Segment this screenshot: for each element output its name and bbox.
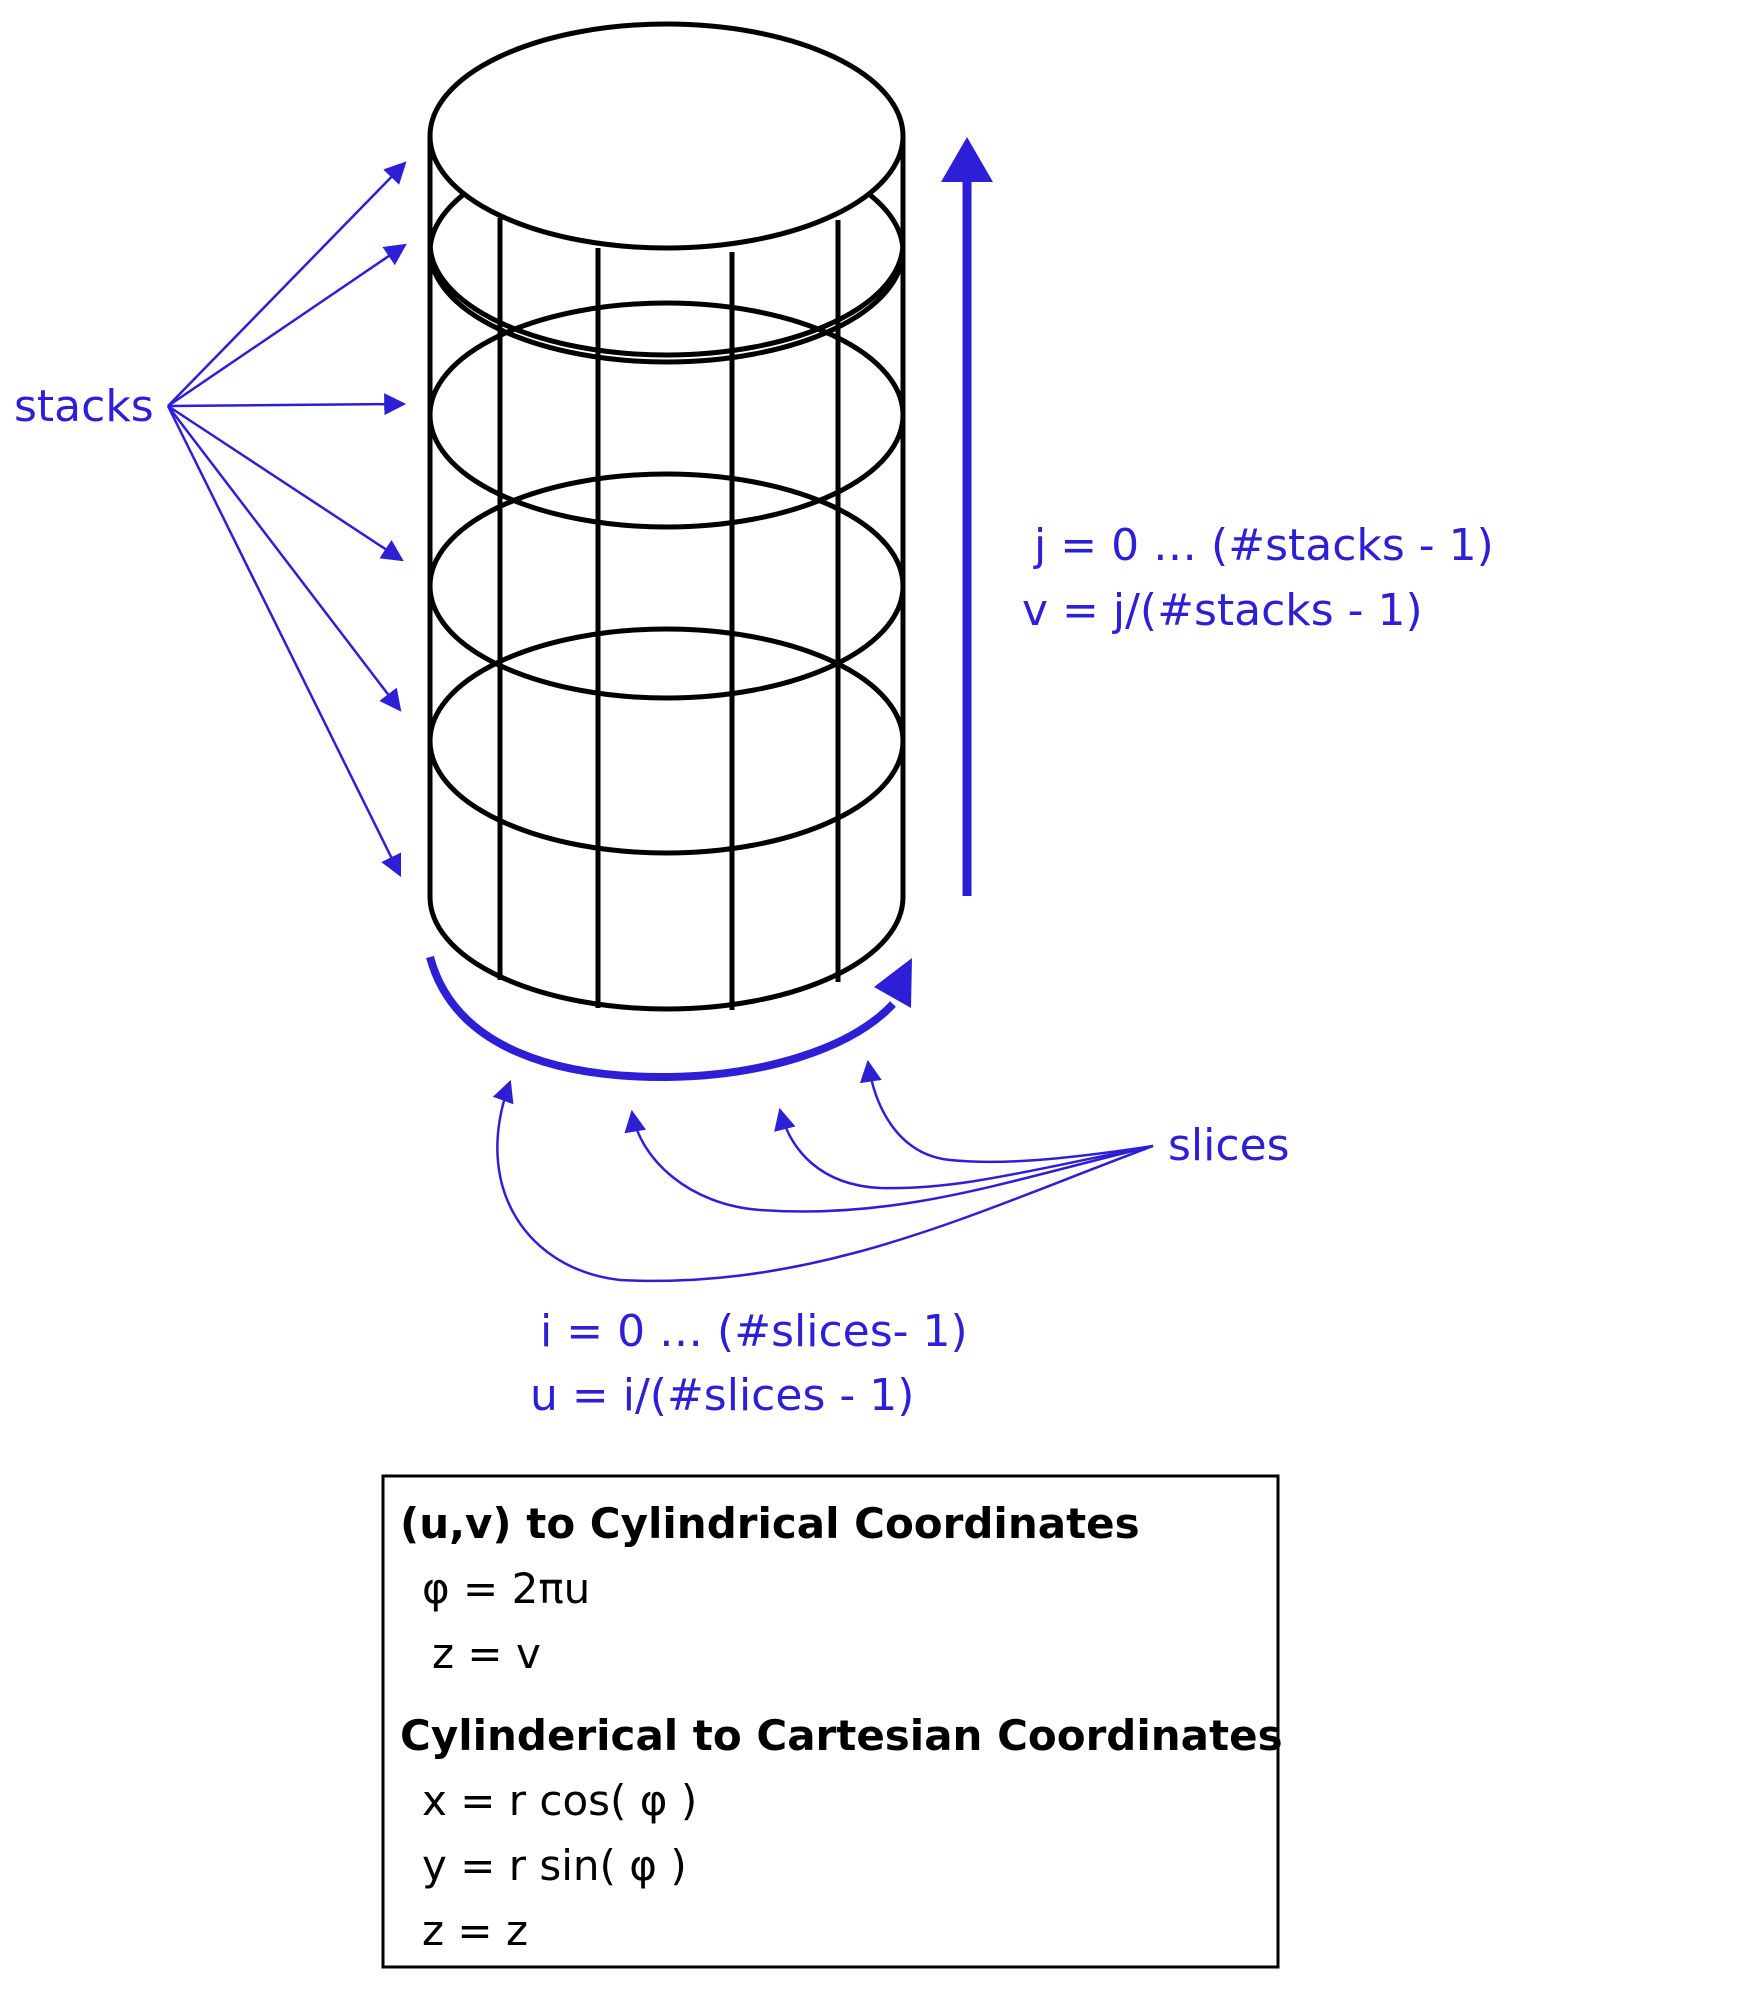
cylindrical-heading: (u,v) to Cylindrical Coordinates [400, 1499, 1140, 1548]
y-formula: y = r sin( φ ) [422, 1841, 687, 1890]
stack-ring [427, 585, 906, 701]
cartesian-heading: Cylinderical to Cartesian Coordinates [400, 1711, 1283, 1760]
x-formula: x = r cos( φ ) [422, 1776, 697, 1825]
cylinder-top-cap [427, 21, 906, 251]
z-equals-z: z = z [422, 1906, 528, 1955]
stack-ring [427, 740, 906, 856]
stack-ring [427, 300, 906, 416]
u-formula-label: u = i/(#slices - 1) [530, 1370, 914, 1421]
stacks-direction-arrow [941, 137, 993, 896]
phi-formula: φ = 2πu [422, 1564, 590, 1613]
stacks-pointer-arrows [166, 161, 407, 877]
stack-ring [427, 249, 906, 365]
stack-ring [427, 242, 906, 358]
formula-box: (u,v) to Cylindrical Coordinates φ = 2πu… [381, 1474, 1283, 1969]
cylinder-bottom [427, 896, 906, 1012]
v-formula-label: v = j/(#stacks - 1) [1022, 585, 1423, 636]
cylinder [427, 21, 906, 1012]
j-range-label: j = 0 … (#stacks - 1) [1033, 520, 1494, 571]
slices-label: slices [1168, 1120, 1290, 1171]
z-formula: z = v [432, 1629, 541, 1678]
slices-direction-arrow [426, 955, 912, 1082]
stack-ring [427, 626, 906, 742]
stack-ring [427, 414, 906, 530]
stack-ring [427, 471, 906, 587]
slices-pointer-arrows [492, 1059, 1154, 1283]
stacks-label: stacks [14, 381, 154, 432]
i-range-label: i = 0 … (#slices- 1) [540, 1306, 968, 1357]
